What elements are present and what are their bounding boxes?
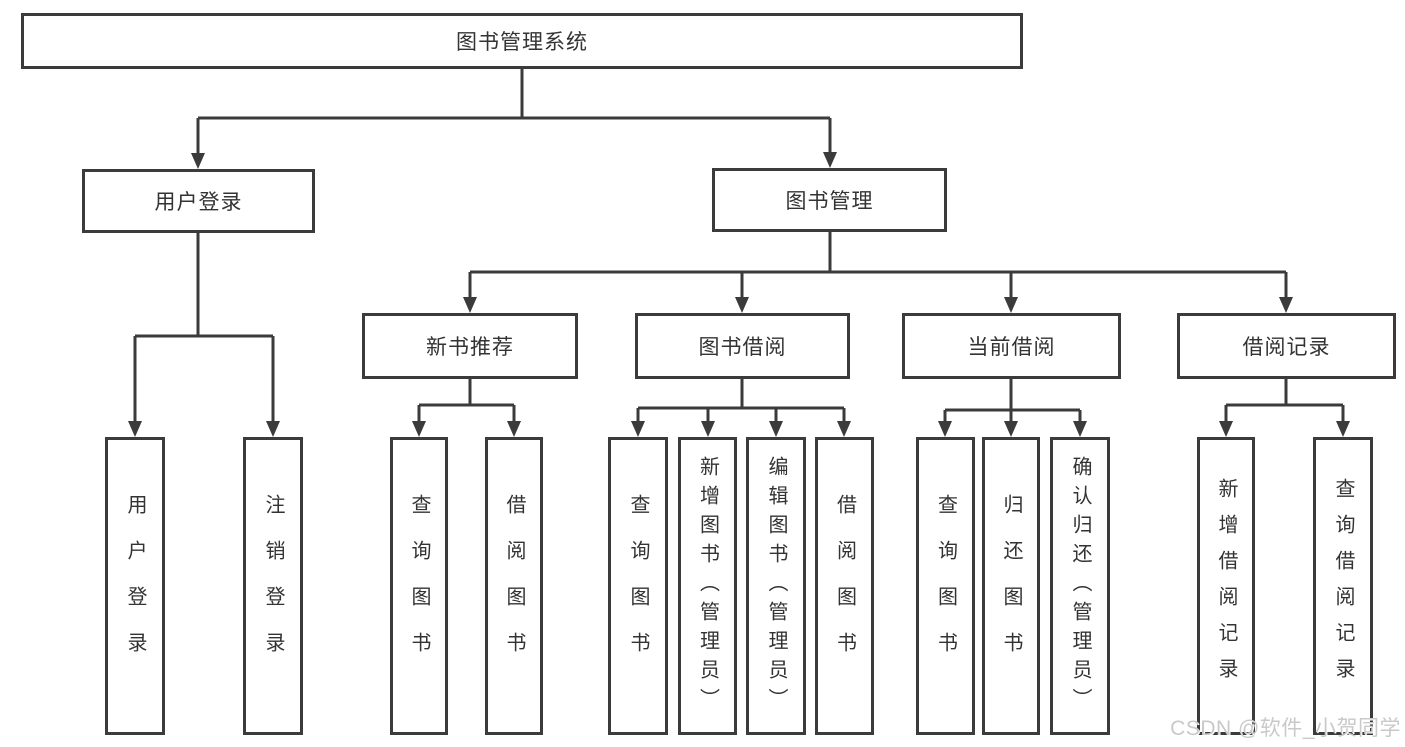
leaf-borrow-books: 借阅图书 [815, 437, 874, 735]
node-user-login: 用户登录 [82, 169, 315, 233]
node-label: 借阅记录 [1242, 336, 1331, 359]
leaf-add-books-admin: 新增图书（管理员） [678, 437, 737, 735]
leaf-user-login: 用户登录 [105, 437, 165, 735]
leaf-label: 查询图书 [627, 494, 649, 678]
leaf-label: 归还图书 [1000, 494, 1022, 678]
leaf-query-books: 查询图书 [916, 437, 975, 735]
leaf-label: 新增借阅记录 [1215, 478, 1237, 694]
leaf-add-borrow-record: 新增借阅记录 [1197, 437, 1255, 735]
leaf-label: 用户登录 [124, 494, 146, 678]
node-current-borrow: 当前借阅 [902, 313, 1121, 379]
leaf-label: 借阅图书 [503, 494, 525, 678]
leaf-logout: 注销登录 [243, 437, 303, 735]
leaf-label: 新增图书（管理员） [696, 455, 719, 717]
leaf-label: 查询图书 [934, 494, 957, 678]
node-borrow-records: 借阅记录 [1177, 313, 1396, 379]
node-book-borrow: 图书借阅 [635, 313, 850, 379]
leaf-label: 确认归还（管理员） [1069, 455, 1091, 717]
leaf-label: 查询图书 [408, 494, 430, 678]
node-label: 图书管理 [785, 190, 874, 213]
leaf-label: 查询借阅记录 [1332, 478, 1354, 694]
node-label: 图书管理系统 [456, 31, 588, 54]
leaf-query-books: 查询图书 [390, 437, 448, 735]
leaf-borrow-books: 借阅图书 [485, 437, 543, 735]
leaf-query-books: 查询图书 [608, 437, 668, 735]
leaf-return-books: 归还图书 [982, 437, 1040, 735]
node-new-book-recommend: 新书推荐 [362, 313, 578, 379]
node-library-system: 图书管理系统 [21, 13, 1023, 69]
leaf-label: 注销登录 [262, 494, 284, 678]
node-book-management: 图书管理 [712, 168, 947, 232]
node-label: 图书借阅 [698, 336, 787, 359]
leaf-query-borrow-record: 查询借阅记录 [1313, 437, 1373, 735]
leaf-label: 借阅图书 [833, 494, 856, 678]
leaf-edit-books-admin: 编辑图书（管理员） [746, 437, 806, 735]
node-label: 当前借阅 [967, 336, 1056, 359]
node-label: 新书推荐 [426, 336, 514, 359]
leaf-confirm-return-admin: 确认归还（管理员） [1050, 437, 1110, 735]
csdn-watermark: CSDN @软件_小贺同学 [1170, 717, 1401, 740]
leaf-label: 编辑图书（管理员） [765, 455, 787, 717]
node-label: 用户登录 [154, 191, 243, 214]
